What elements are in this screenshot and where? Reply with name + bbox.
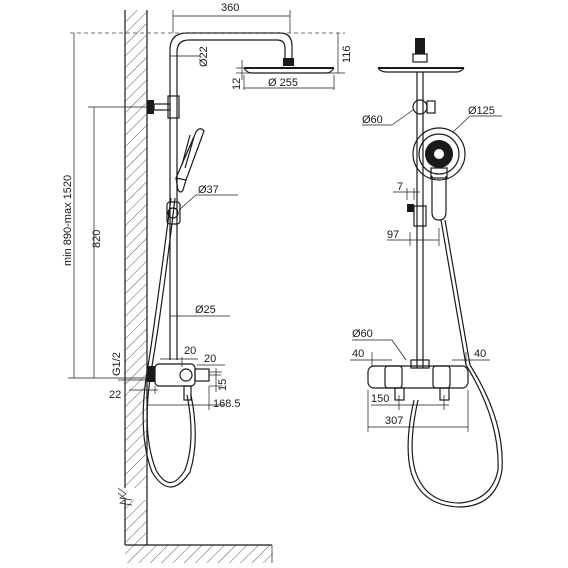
dim-97-label: 97 (387, 229, 399, 241)
dim-g12: G1/2 (111, 352, 147, 381)
dim-d22: Ø22 (170, 46, 210, 67)
front-holder (407, 204, 427, 227)
dim-20-right: 20 (197, 353, 225, 366)
dim-d125-label: Ø125 (468, 105, 495, 117)
dim-20-upper-label: 20 (184, 345, 196, 357)
dim-d60-valve-label: Ø60 (352, 328, 373, 340)
wall (117, 10, 148, 545)
dim-360: 360 (172, 2, 291, 33)
dim-7: 7 (393, 181, 420, 200)
front-bracket (412, 99, 436, 115)
dim-d60-top-label: Ø60 (362, 114, 383, 126)
dim-97: 97 (387, 228, 440, 246)
front-view: Ø60 Ø125 7 97 Ø60 (350, 38, 503, 508)
dim-168-5-label: 168.5 (213, 398, 241, 410)
dim-d60-top: Ø60 (362, 109, 414, 126)
dim-168-5: 168.5 (147, 386, 241, 410)
hand-shower-side (175, 128, 205, 193)
dim-22: 22 (109, 386, 158, 401)
dim-d25: Ø25 (170, 304, 230, 317)
head-shower-side (243, 58, 335, 74)
dim-40-right-label: 40 (474, 348, 486, 360)
dim-15-label: 15 (217, 379, 229, 391)
dim-150-label: 150 (371, 393, 389, 405)
dim-d60-valve: Ø60 (352, 328, 407, 361)
dim-40-left: 40 (350, 348, 392, 366)
hand-shower-front (412, 127, 466, 221)
dim-116: 116 (70, 32, 353, 74)
dim-g12-label: G1/2 (111, 352, 123, 376)
dim-d125: Ø125 (452, 105, 502, 133)
dim-40-left-label: 40 (352, 348, 364, 360)
dim-d255-label: Ø 255 (268, 77, 298, 89)
dim-22-label: 22 (109, 389, 121, 401)
dim-d255: Ø 255 (243, 75, 335, 90)
wall-bracket (147, 95, 180, 119)
floor (125, 544, 273, 563)
dim-307: 307 (367, 390, 469, 432)
dim-116-label: 116 (341, 45, 353, 63)
dim-d37: Ø37 (178, 184, 238, 211)
dim-40-right: 40 (452, 348, 490, 366)
front-column (416, 72, 424, 368)
dim-150: 150 (371, 393, 449, 410)
dim-d37-label: Ø37 (198, 184, 219, 196)
mixer-front (367, 359, 469, 401)
dim-total-height-label: min 890-max 1520 (62, 175, 74, 266)
hose-side (142, 197, 196, 488)
hose-front (407, 219, 503, 508)
dim-360-label: 360 (221, 2, 239, 14)
dim-20-upper: 20 (160, 345, 198, 367)
dim-307-label: 307 (385, 415, 403, 427)
dim-15: 15 (209, 368, 229, 392)
dim-d22-label: Ø22 (198, 46, 210, 67)
dim-total-height: min 890-max 1520 (62, 33, 147, 379)
head-shower-front (377, 38, 465, 73)
dim-d25-label: Ø25 (195, 304, 216, 316)
dim-820-label: 820 (91, 230, 103, 248)
mixer-side (147, 363, 221, 401)
dim-820: 820 (88, 106, 150, 378)
dim-7-label: 7 (397, 181, 403, 193)
dim-12: 12 (231, 60, 252, 90)
dim-12-label: 12 (231, 78, 243, 90)
dim-20-right-label: 20 (204, 353, 216, 365)
side-view: 360 116 Ø22 12 Ø 255 (62, 2, 353, 563)
